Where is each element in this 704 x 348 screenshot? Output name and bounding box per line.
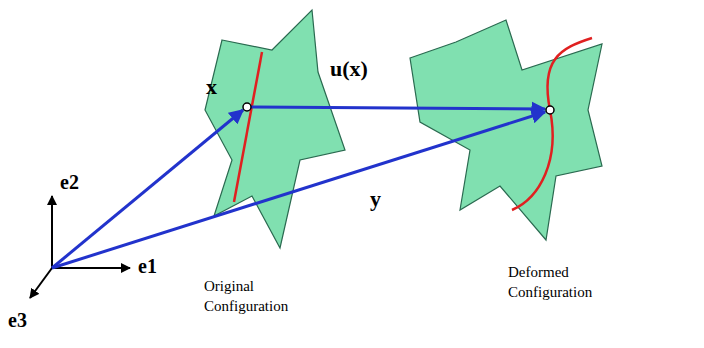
configuration-caption: Deformed Configuration — [508, 262, 626, 303]
material-line-straight — [234, 52, 262, 202]
vector-y — [52, 112, 545, 268]
configuration-caption: Original Configuration — [204, 276, 322, 317]
vector-u — [251, 107, 545, 109]
vector-label: y — [370, 188, 381, 210]
basis-label: e1 — [138, 256, 157, 276]
basis-e2 — [51, 196, 53, 268]
vector-label: x — [206, 76, 217, 98]
material-line-deformed — [512, 38, 592, 210]
vector-label: u(x) — [330, 58, 368, 80]
basis-e3 — [30, 268, 52, 298]
basis-label: e3 — [8, 310, 27, 330]
material-point — [243, 103, 251, 111]
deformed-body — [410, 20, 602, 240]
material-point-deformed — [546, 106, 554, 114]
vector-x — [52, 110, 243, 268]
basis-label: e2 — [60, 172, 79, 192]
basis-e1 — [52, 267, 130, 269]
